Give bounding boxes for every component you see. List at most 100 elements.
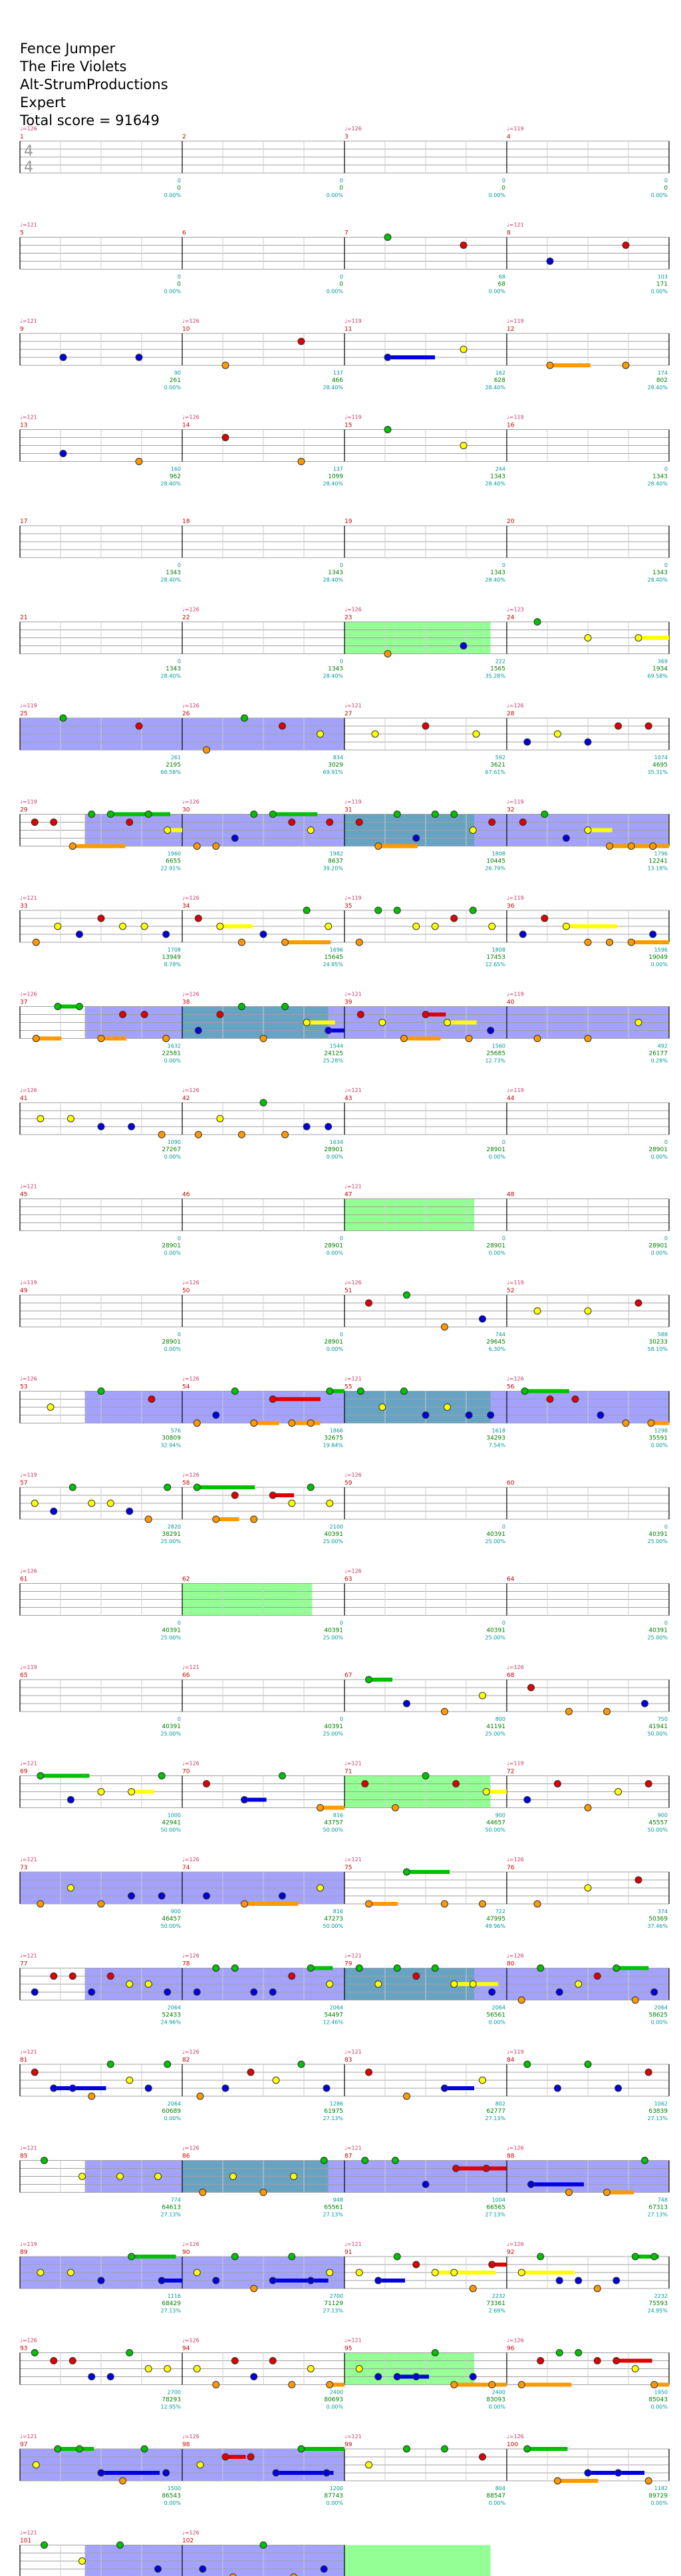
note-gem: [533, 618, 541, 626]
measure-note-score: 2820: [168, 1524, 181, 1530]
note-gem: [393, 906, 401, 914]
sustain-bar: [404, 1036, 441, 1041]
measure-number: 80: [507, 1961, 515, 1968]
sustain-bar: [285, 940, 331, 944]
measure-note-score: 1808: [492, 851, 505, 857]
note-gem: [584, 2469, 592, 2477]
starpower-percent: 28.40%: [485, 481, 505, 487]
starpower-percent: 0.00%: [489, 2404, 506, 2410]
note-gem: [279, 722, 286, 730]
cumulative-score: 0: [339, 281, 343, 288]
measure-note-score: 261: [171, 755, 181, 761]
note-gem: [231, 1491, 239, 1499]
measure-note-score: 2064: [330, 2005, 343, 2011]
note-gem: [365, 1299, 372, 1307]
cumulative-score: 466: [332, 377, 343, 384]
note-gem: [452, 2165, 460, 2172]
sustain-bar: [406, 1870, 450, 1874]
note-gem: [326, 1980, 334, 1988]
cumulative-score: 10445: [486, 858, 505, 865]
note-gem: [199, 2565, 207, 2573]
note-gem: [523, 1796, 531, 1803]
cumulative-score: 24125: [324, 1051, 343, 1057]
starpower-percent: 28.40%: [323, 577, 343, 583]
time-signature-bottom: 4: [24, 159, 33, 176]
measure-number: 38: [182, 1000, 190, 1006]
tempo-marker: ♩=121: [344, 2145, 362, 2151]
tempo-marker: ♩=121: [20, 1953, 37, 1959]
note-gem: [593, 2285, 601, 2293]
sustain-bar: [131, 1789, 154, 1794]
note-gem: [194, 914, 202, 922]
measure-number: 93: [20, 2346, 27, 2352]
note-gem: [307, 1419, 315, 1427]
measure-number: 9: [20, 326, 24, 333]
note-gem: [326, 1499, 334, 1507]
note-gem: [391, 1804, 399, 1811]
measure-note-score: 0: [664, 1620, 668, 1626]
note-gem: [469, 1980, 477, 1988]
note-gem: [634, 1019, 642, 1026]
staff-row: ♩=121971500865430.00%♩=126981200877430.0…: [19, 2434, 670, 2506]
note-gem: [88, 2092, 96, 2100]
tempo-marker: ♩=126: [507, 1857, 524, 1863]
tempo-marker: ♩=121: [20, 1761, 37, 1767]
note-gem: [290, 2573, 297, 2576]
tempo-marker: ♩=121: [344, 1184, 362, 1190]
note-gem: [365, 2068, 372, 2076]
note-gem: [194, 1027, 202, 1034]
measure-number: 86: [182, 2153, 190, 2160]
measure-note-score: 0: [340, 1716, 343, 1722]
measure-number: 22: [182, 615, 190, 622]
cumulative-score: 71129: [324, 2300, 343, 2307]
measure-number: 10: [182, 326, 190, 333]
note-gem: [297, 2445, 305, 2453]
measure-note-score: 2400: [330, 2390, 343, 2396]
note-gem: [68, 2357, 76, 2364]
note-gem: [523, 738, 531, 746]
cumulative-score: 0: [664, 185, 668, 192]
cumulative-score: 1343: [490, 570, 505, 576]
cumulative-score: 1343: [328, 570, 343, 576]
measure-number: 25: [20, 711, 27, 717]
note-gem: [450, 2269, 458, 2277]
note-gem: [487, 1411, 495, 1419]
measure-number: 47: [344, 1192, 352, 1198]
cumulative-score: 62777: [486, 2108, 505, 2115]
note-gem: [460, 242, 468, 249]
note-gem: [533, 1900, 541, 1908]
note-gem: [356, 1011, 364, 1018]
staff-row: ♩=1219902610.00%♩=1261013746628.40%♩=119…: [19, 318, 670, 391]
starpower-percent: 28.40%: [160, 481, 181, 487]
note-gem: [384, 353, 392, 361]
staff-row: ♩=1198911166842927.13%♩=1269027007112927…: [19, 2241, 670, 2314]
measure-note-score: 90: [174, 370, 181, 376]
note-gem: [371, 730, 379, 738]
cumulative-score: 50369: [648, 1916, 668, 1923]
tempo-marker: ♩=119: [20, 1472, 37, 1478]
starpower-percent: 25.00%: [647, 1635, 668, 1641]
note-gem: [422, 2181, 430, 2188]
measure-number: 34: [182, 903, 190, 910]
measure-number: 68: [507, 1672, 515, 1679]
note-gem: [584, 634, 592, 642]
measure-number: 41: [20, 1095, 27, 1102]
measure-number: 65: [20, 1672, 27, 1679]
staff-row: ♩=126535763080932.94%♩=1265418663267519.…: [19, 1376, 670, 1449]
note-gem: [59, 450, 67, 457]
note-gem: [403, 1868, 410, 1876]
starpower-percent: 25.00%: [323, 1731, 343, 1737]
note-gem: [140, 1011, 148, 1018]
cumulative-score: 0: [177, 185, 181, 192]
sustain-bar: [566, 924, 617, 928]
tempo-marker: ♩=119: [507, 415, 524, 421]
note-gem: [106, 811, 114, 818]
note-gem: [279, 1772, 286, 1779]
note-gem: [259, 1099, 267, 1107]
measure-number: 17: [20, 518, 27, 525]
note-gem: [403, 2092, 410, 2100]
note-gem: [140, 2445, 148, 2453]
measure-note-score: 68: [499, 274, 505, 280]
measure-number: 35: [344, 903, 352, 910]
measure-note-score: 1544: [330, 1043, 343, 1049]
